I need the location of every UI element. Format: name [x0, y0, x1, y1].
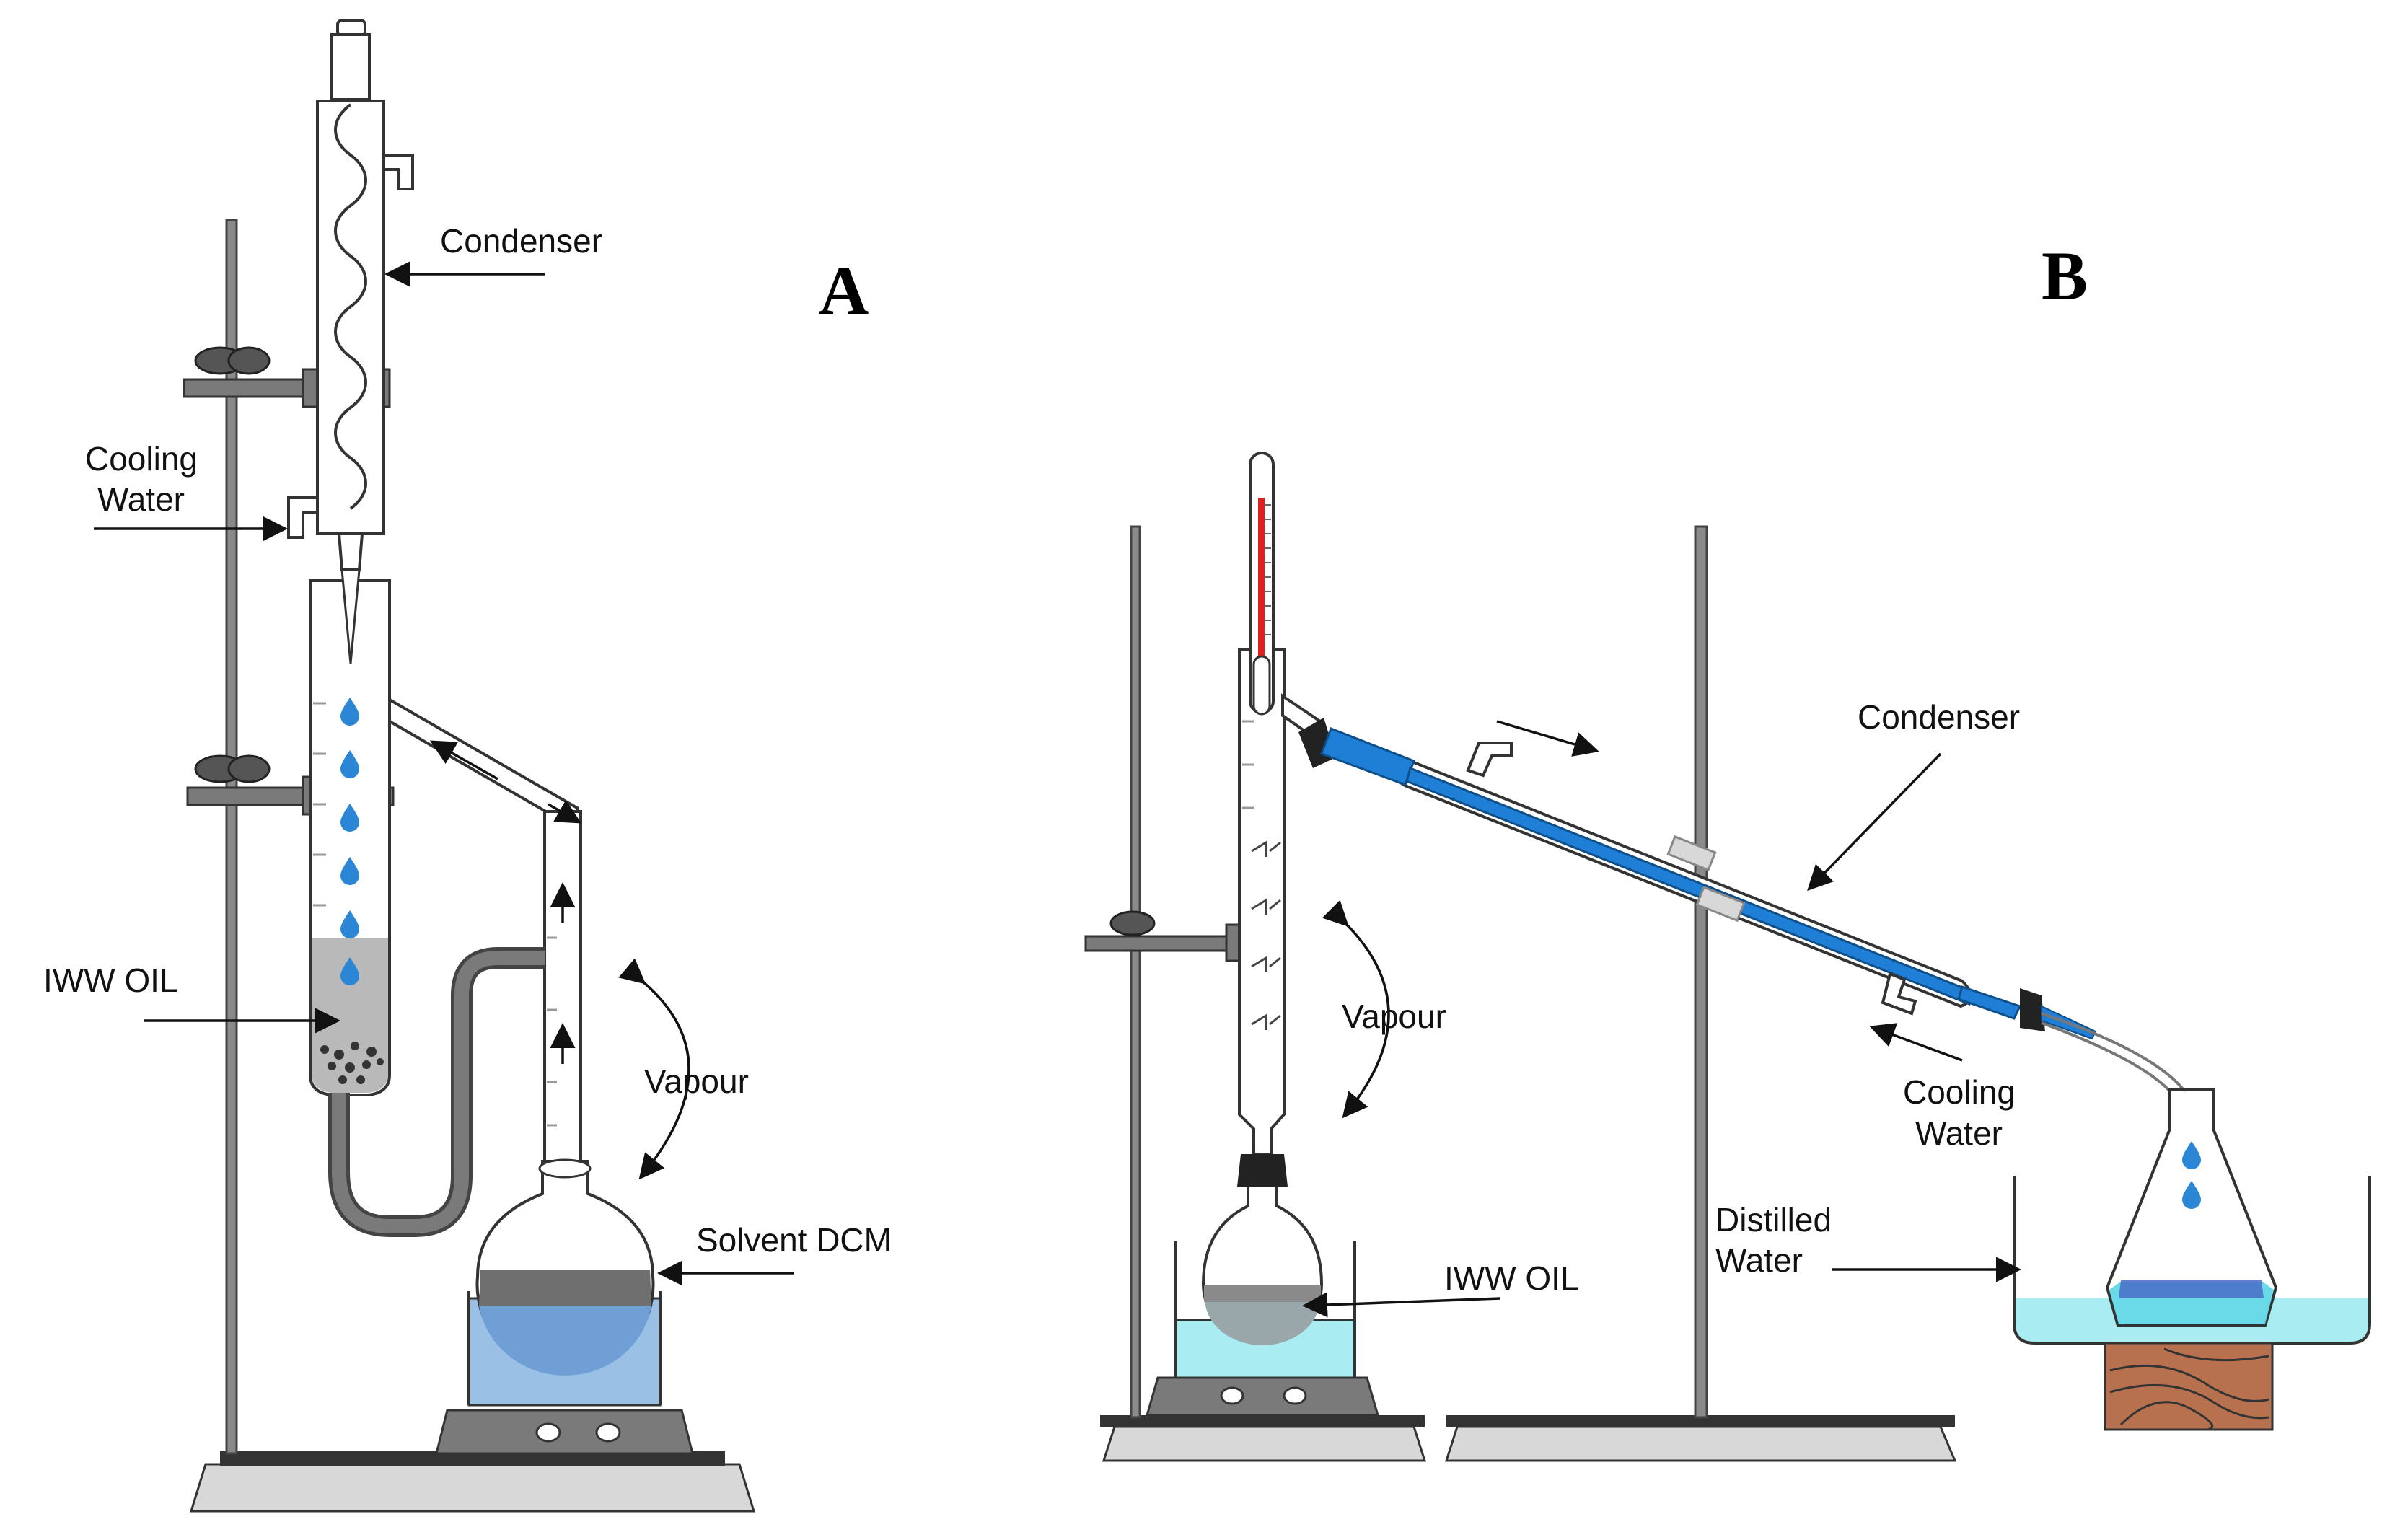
- stand-rod-a: [225, 219, 238, 1455]
- hot-plate-a: [435, 1409, 694, 1455]
- conical-flask-b: [2105, 1088, 2278, 1327]
- label-iww-oil-b: IWW OIL: [1444, 1259, 1579, 1297]
- label-vapour-a: Vapour: [644, 1062, 749, 1100]
- fractionating-column-b: [1238, 648, 1286, 1156]
- label-condenser-b: Condenser: [1858, 698, 2020, 736]
- panel-a: A Condenser Cooling Water IWW OIL Vapour…: [43, 19, 892, 1513]
- panel-letter-b: B: [2042, 237, 2088, 314]
- stand-rod-b2: [1694, 525, 1708, 1419]
- label-cooling-water-a-line2: Water: [97, 480, 185, 518]
- liebig-condenser-b: [1320, 727, 2022, 1020]
- soxhlet-chamber-a: [309, 568, 391, 1096]
- panel-letter-a: A: [819, 252, 869, 329]
- stand-rod-b1: [1130, 525, 1141, 1419]
- thermometer-b: [1249, 452, 1275, 716]
- label-vapour-b: Vapour: [1342, 998, 1446, 1035]
- stand-base-top-a: [220, 1451, 725, 1466]
- label-distilled-water-line2: Water: [1715, 1241, 1803, 1279]
- oil-sediment-a: [320, 1042, 384, 1084]
- label-solvent-dcm-a: Solvent DCM: [696, 1221, 892, 1259]
- label-cooling-water-b-line2: Water: [1915, 1114, 2003, 1152]
- solvent-dcm-a: [479, 1306, 651, 1376]
- adapter-joint-b2: [2020, 988, 2045, 1031]
- label-cooling-water-b-line1: Cooling: [1903, 1073, 2016, 1111]
- label-distilled-water-line1: Distilled: [1715, 1201, 1832, 1238]
- panel-b: B Condenser Vapour Cooling Water IWW OIL…: [1084, 237, 2371, 1462]
- stand-base-a: [189, 1463, 756, 1513]
- stand-base-b2: [1444, 1425, 1957, 1462]
- vapour-side-arm-a: [388, 697, 582, 1163]
- stand-base-b1: [1102, 1425, 1427, 1462]
- label-iww-oil-a: IWW OIL: [43, 962, 178, 999]
- hot-plate-b: [1146, 1376, 1379, 1417]
- round-bottom-flask-a: [475, 1158, 655, 1376]
- label-cooling-water-a-line1: Cooling: [85, 440, 198, 478]
- label-condenser-a: Condenser: [440, 222, 602, 260]
- wood-block-b: [2104, 1342, 2274, 1431]
- reflux-condenser-a: [287, 19, 414, 571]
- round-bottom-flask-b: [1201, 1154, 1324, 1345]
